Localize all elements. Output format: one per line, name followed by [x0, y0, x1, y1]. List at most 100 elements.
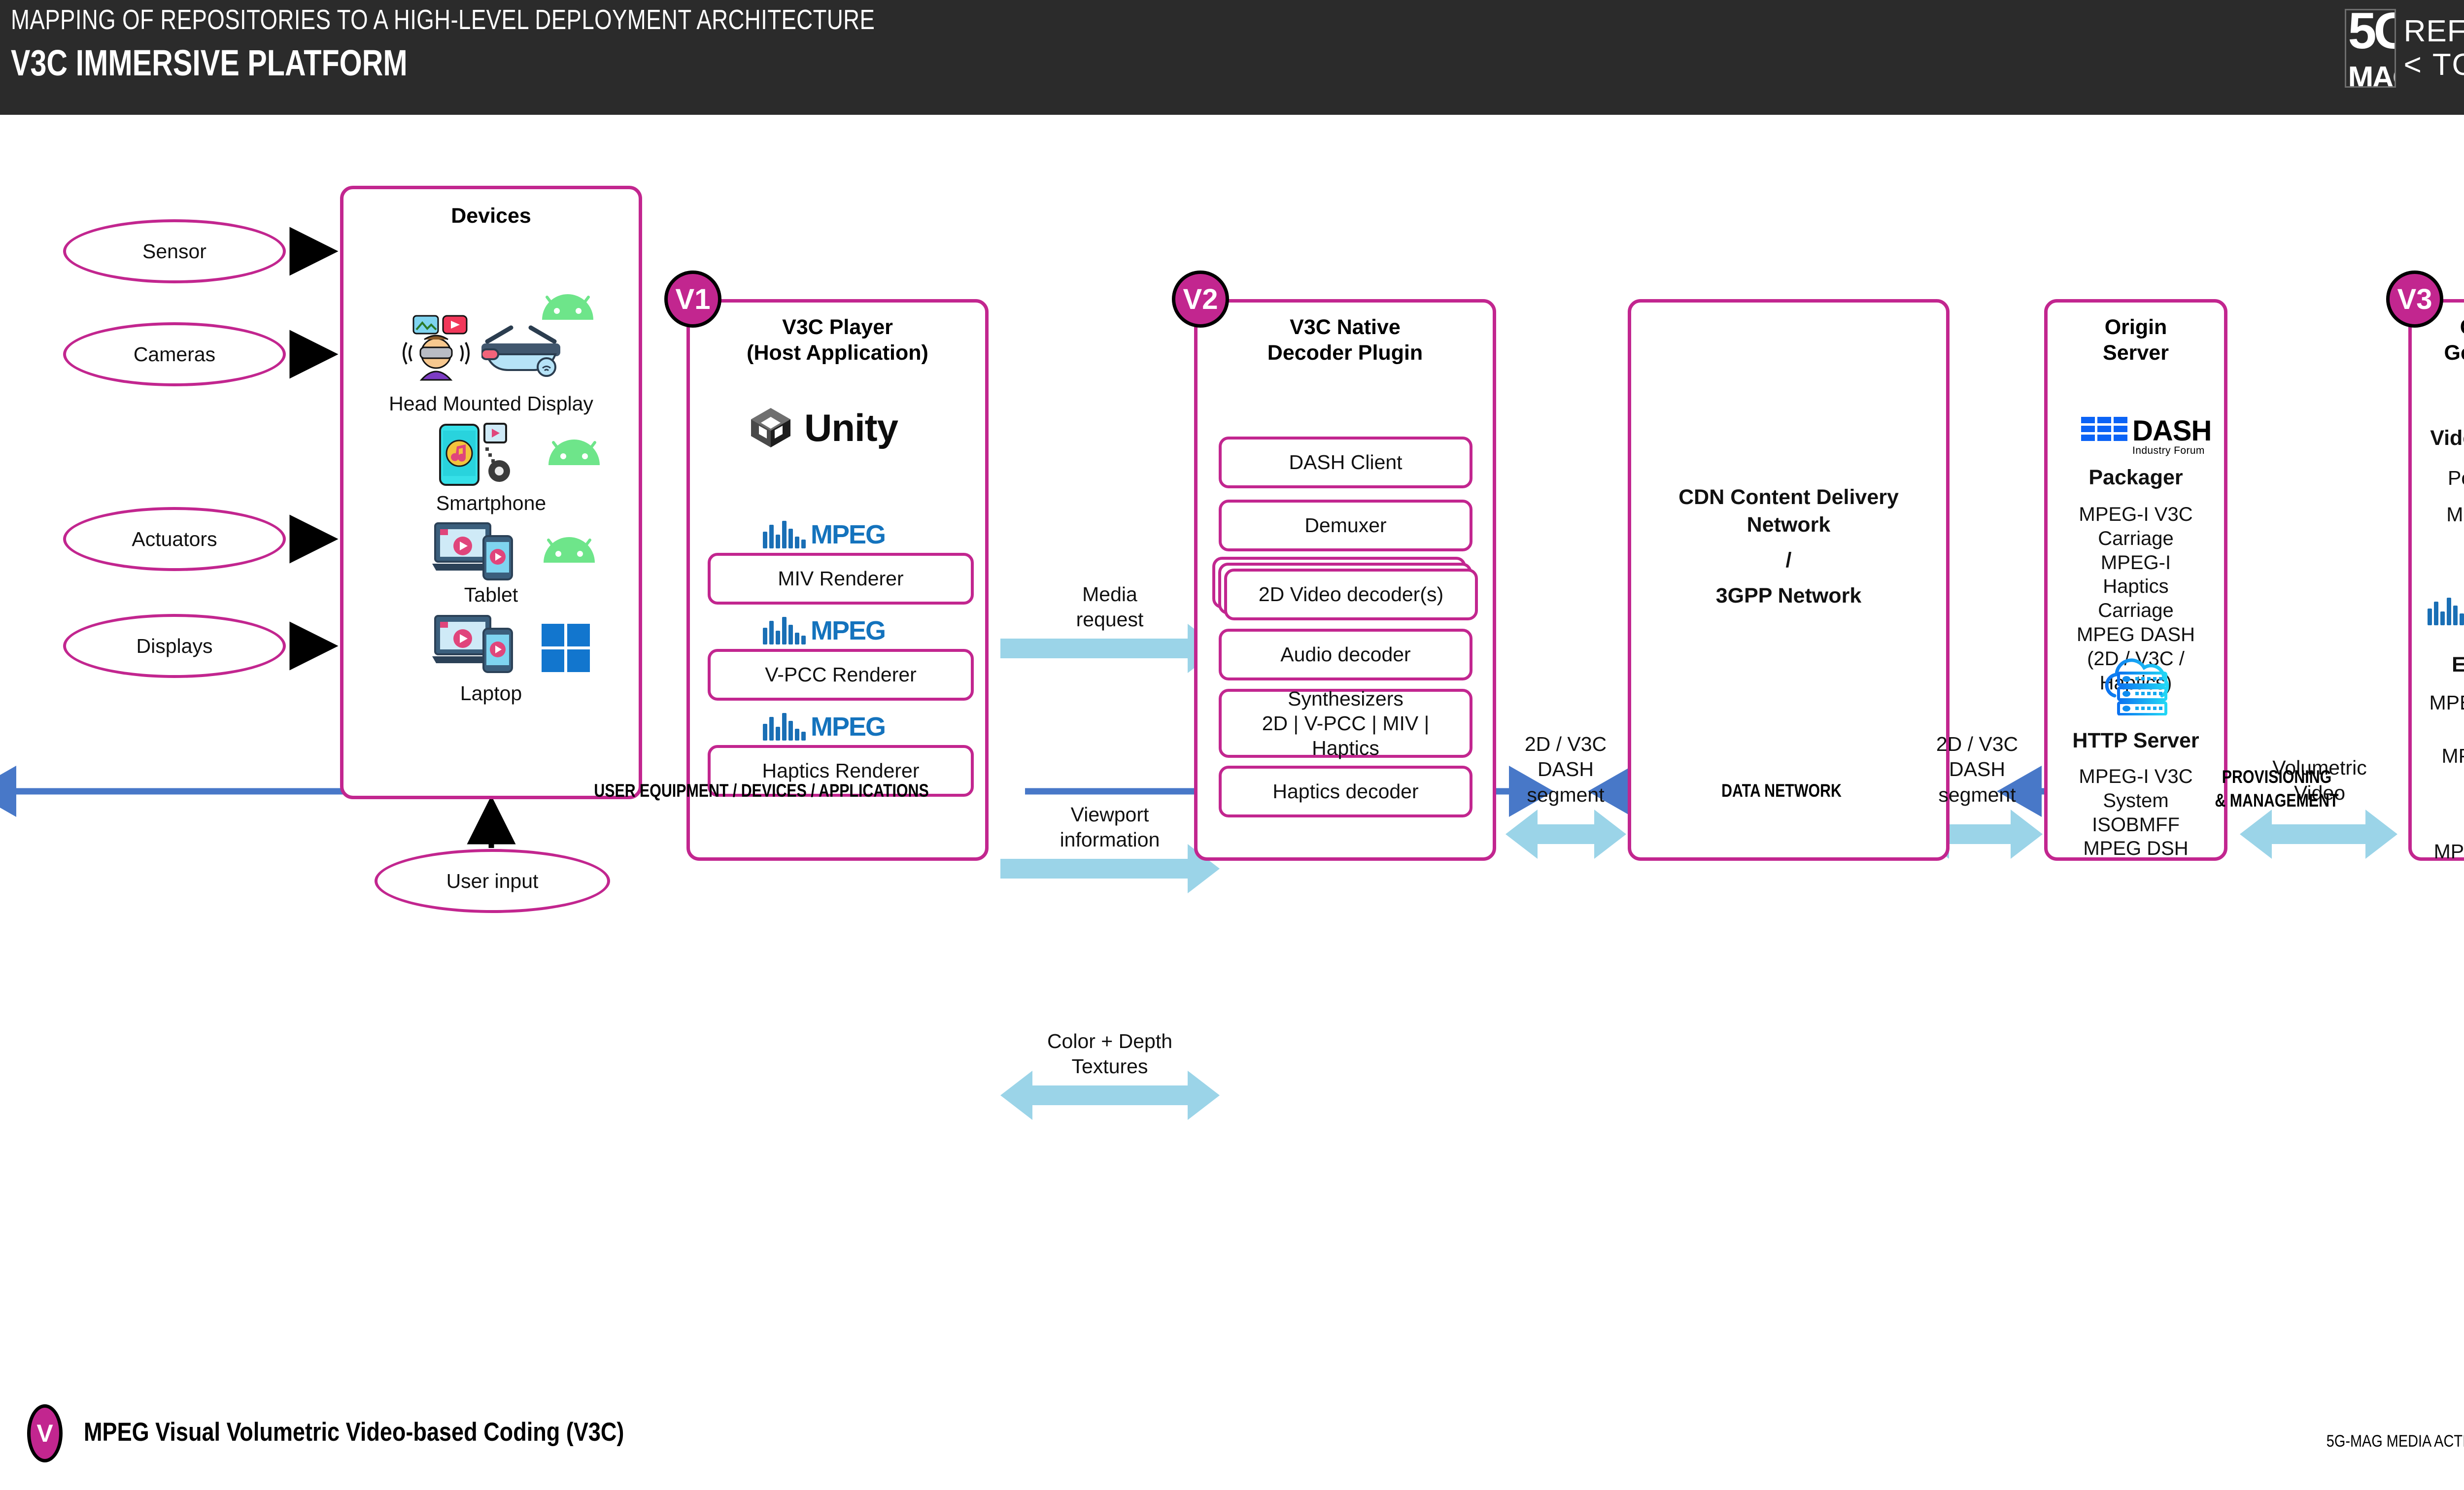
http-line: System	[2103, 789, 2169, 812]
mpeg-logo: MPEG	[763, 615, 886, 646]
http-line: MPEG DSH	[2083, 838, 2189, 860]
mpeg-bars-icon	[763, 713, 806, 741]
device-label-smartphone: Smartphone	[436, 492, 547, 514]
block-2d-video-decoder[interactable]: 2D Video decoder(s)	[1224, 569, 1478, 620]
block-label: Haptics decoder	[1272, 780, 1419, 803]
block-label: DASH Client	[1289, 451, 1403, 474]
device-label-tablet: Tablet	[464, 583, 518, 606]
capture-subline-2: Depth	[2412, 528, 2464, 554]
brand-mark-mag: MAG	[2348, 61, 2395, 88]
http-server-lines: MPEG-I V3C System ISOBMFF MPEG DSH	[2048, 765, 2224, 861]
user-input-ellipse[interactable]: User input	[375, 849, 610, 913]
block-label: Demuxer	[1304, 514, 1387, 537]
flow-line-2: DASH	[1949, 758, 2005, 781]
encoding-line: PCC	[2412, 716, 2464, 742]
input-label: Actuators	[132, 527, 217, 550]
badge-v1: V1	[664, 271, 721, 328]
v3c-player-title-line1: V3C Player	[782, 315, 893, 339]
packager-title: Packager	[2088, 466, 2183, 489]
device-label-hmd: Head Mounted Display	[389, 392, 593, 415]
badge-v3: V3	[2386, 271, 2443, 328]
ar-glasses-icon	[481, 325, 560, 377]
page-header: MAPPING OF REPOSITORIES TO A HIGH-LEVEL …	[0, 0, 2464, 115]
dash-wordmark: DASH Industry Forum	[2132, 415, 2212, 456]
flow-line-1: Volumetric	[2272, 756, 2367, 779]
device-laptop-icons	[343, 614, 639, 673]
copyright-text: 5G-MAG MEDIA ACTION GROUP © 2025	[2326, 1432, 2464, 1451]
encoding-line: MPEG-I V3C	[2441, 745, 2464, 767]
video-capture-title: Video capture	[2430, 426, 2464, 450]
cdn-panel: CDN Content Delivery Network / 3GPP Netw…	[1628, 299, 1950, 861]
input-ellipse-actuators[interactable]: Actuators	[63, 507, 286, 571]
content-generation-panel: Content Generation Video capture Point C…	[2408, 299, 2464, 863]
device-smartphone-icons	[343, 423, 639, 487]
encoding-title: Encoding	[2452, 653, 2464, 677]
flow-label-viewport-information: Viewport information	[1000, 802, 1219, 853]
v3c-decoder-title-line2: Decoder Plugin	[1267, 341, 1423, 365]
capture-subline-1: Multi-view +	[2446, 503, 2464, 526]
http-server-title: HTTP Server	[2072, 729, 2199, 752]
arrow-viewport-information	[1000, 844, 1220, 893]
http-line: MPEG-I V3C	[2079, 766, 2193, 787]
encoding-line: MIV	[2412, 769, 2464, 795]
v3c-player-panel: V3C Player (Host Application) Unity MPEG	[686, 299, 989, 861]
block-dash-client[interactable]: DASH Client	[1219, 437, 1472, 488]
input-ellipse-displays[interactable]: Displays	[63, 614, 286, 678]
origin-title-line1: Origin	[2104, 315, 2167, 339]
block-label-line3: Haptics	[1312, 737, 1379, 760]
mpeg-wordmark: MPEG	[811, 616, 886, 645]
input-label: Cameras	[133, 342, 216, 366]
cdn-text: CDN Content Delivery Network / 3GPP Netw…	[1631, 484, 1946, 610]
content-generation-title: Content Generation	[2412, 314, 2464, 366]
bottom-label-user-equipment: USER EQUIPMENT / DEVICES / APPLICATIONS	[594, 780, 929, 801]
renderer-label: Haptics Renderer	[762, 759, 920, 782]
badge-v2: V2	[1172, 271, 1229, 328]
block-demuxer[interactable]: Demuxer	[1219, 500, 1472, 551]
flow-line-1: 2D / V3C	[1524, 733, 1607, 755]
header-titles: MAPPING OF REPOSITORIES TO A HIGH-LEVEL …	[11, 4, 1091, 85]
user-input-label: User input	[446, 869, 539, 892]
devices-title: Devices	[451, 204, 531, 228]
renderer-haptics[interactable]: Haptics Renderer	[708, 745, 974, 797]
encoding-line: MPEG HEVC /	[2433, 840, 2464, 863]
flow-line-1: Viewport	[1070, 803, 1149, 826]
input-ellipse-sensor[interactable]: Sensor	[63, 219, 286, 283]
laptop-phone-media-icon	[432, 615, 513, 673]
mpeg-bars-icon	[2428, 598, 2464, 625]
smartphone-media-icon	[439, 423, 510, 486]
android-icon	[548, 440, 600, 465]
flow-line-3: segment	[1938, 783, 2016, 806]
flow-line-1: 2D / V3C	[1936, 733, 2019, 755]
input-ellipse-cameras[interactable]: Cameras	[63, 322, 286, 386]
input-arrows	[289, 227, 339, 671]
content-gen-title-line1: Content	[2412, 314, 2464, 340]
flow-label-v2-cdn-dash-segment: 2D / V3C DASH segment	[1498, 732, 1633, 808]
cloud-server-icon	[2105, 658, 2169, 715]
vr-headset-icon	[403, 315, 470, 381]
renderer-vpcc[interactable]: V-PCC Renderer	[708, 649, 974, 701]
brand-line-2: < TOOLS />	[2403, 48, 2464, 82]
flow-line-2: request	[1076, 608, 1144, 631]
block-synthesizers[interactable]: Synthesizers 2D | V-PCC | MIV | Haptics	[1219, 687, 1472, 760]
packager-line: (2D / V3C /	[2087, 647, 2185, 670]
v3c-player-title: V3C Player (Host Application)	[690, 314, 985, 366]
cdn-line-4: 3GPP Network	[1715, 583, 1862, 608]
dash-word-main: DASH	[2132, 415, 2212, 447]
legend-text: MPEG Visual Volumetric Video-based Codin…	[84, 1418, 624, 1447]
block-haptics-decoder[interactable]: Haptics decoder	[1219, 766, 1472, 817]
dash-word-sub: Industry Forum	[2132, 445, 2205, 456]
windows-icon	[542, 624, 590, 672]
dash-grid-icon	[2081, 417, 2127, 441]
bottom-label-data-network: DATA NETWORK	[1721, 780, 1842, 801]
packager-line: MPEG-I V3C	[2079, 504, 2193, 525]
flow-label-cdn-origin-dash-segment: 2D / V3C DASH segment	[1910, 732, 2045, 808]
renderer-miv[interactable]: MIV Renderer	[708, 553, 974, 605]
flow-line-1: Color + Depth	[1047, 1030, 1173, 1052]
encoding-line: MPEG-I	[2412, 795, 2464, 821]
video-capture-line-2d: 2D	[2412, 558, 2464, 584]
flow-line-2: Textures	[1071, 1055, 1148, 1078]
mpeg-logo: MPEG	[763, 711, 886, 742]
bottom-label-line1: PROVISIONING	[2222, 767, 2332, 787]
flow-line-1: Media	[1082, 583, 1137, 606]
block-audio-decoder[interactable]: Audio decoder	[1219, 629, 1472, 680]
